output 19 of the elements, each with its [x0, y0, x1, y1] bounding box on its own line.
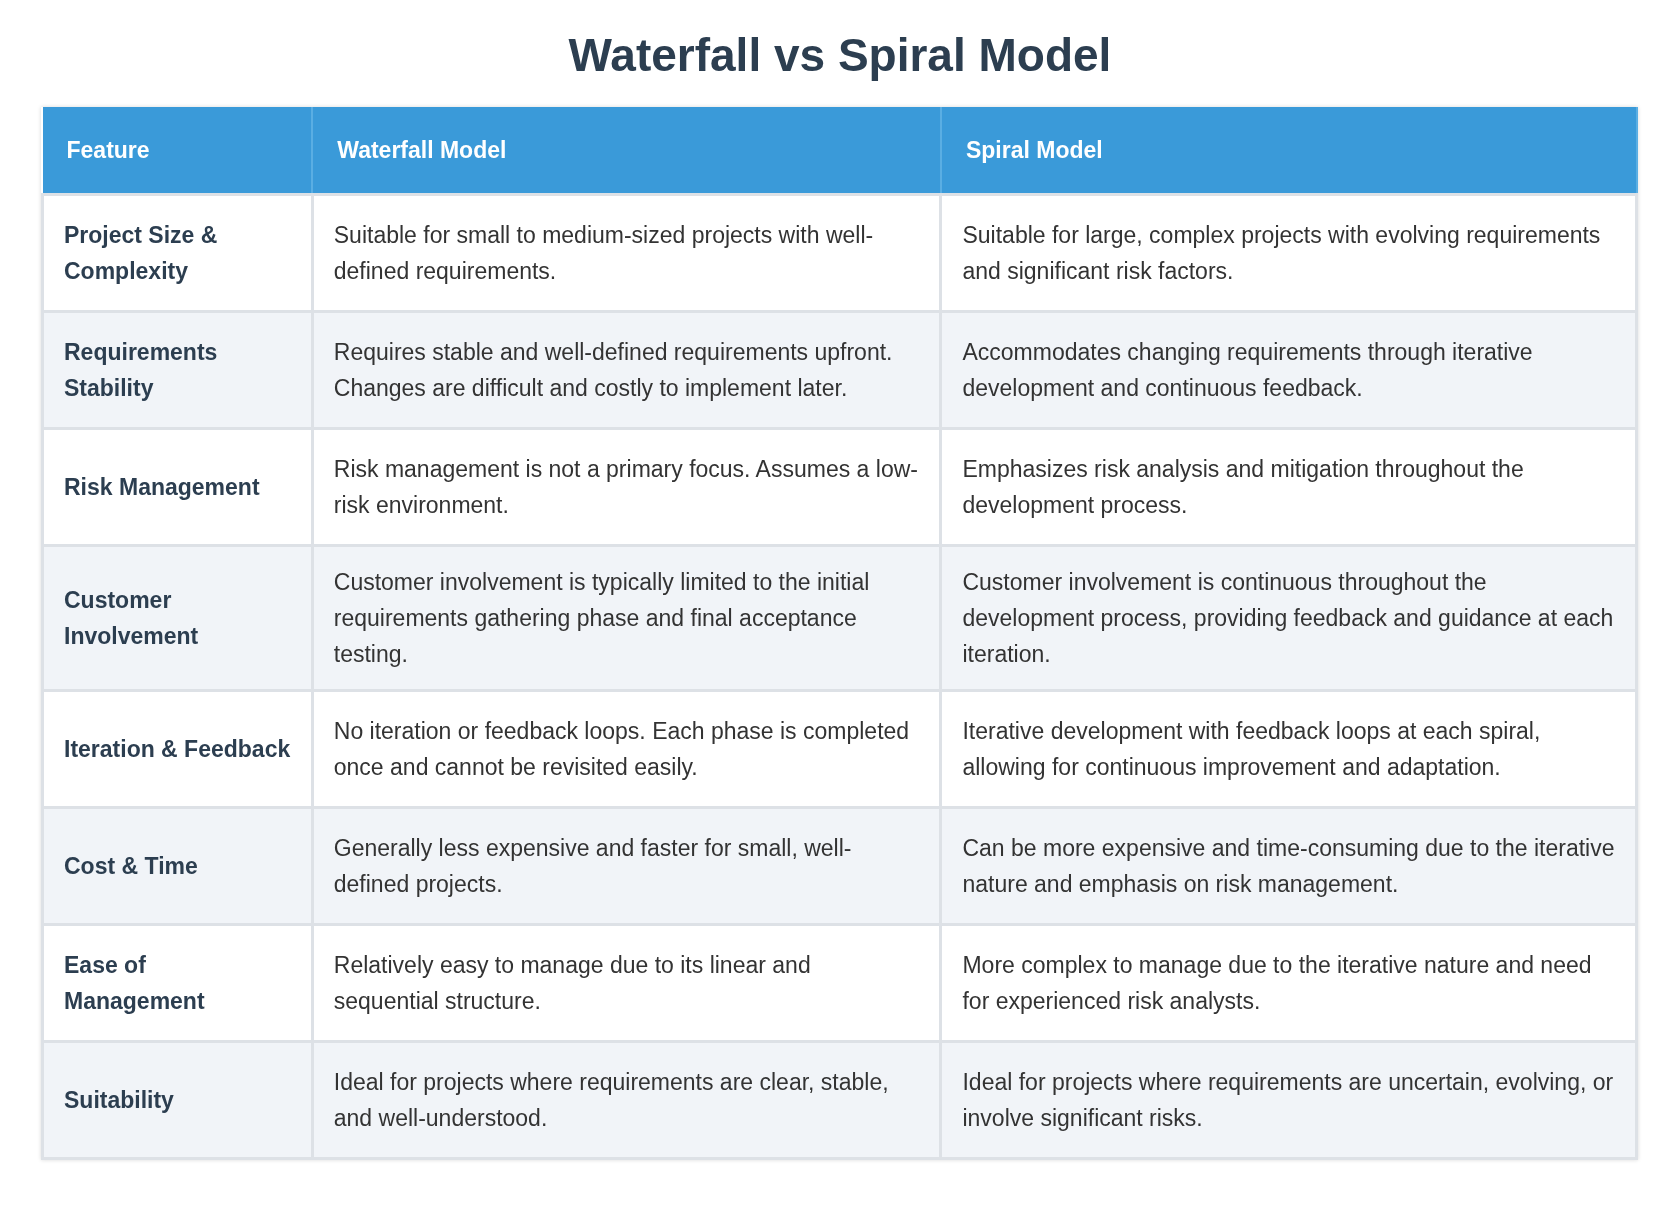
row-header: Customer Involvement [42, 545, 313, 691]
row-header: Requirements Stability [42, 311, 313, 429]
table-cell: Customer involvement is typically limited to the initial requirements gathering phase and final acceptance testing. [312, 545, 941, 691]
table-cell: Generally less expensive and faster for small, well-defined projects. [312, 807, 941, 925]
table-cell: Suitable for large, complex projects with evolving requirements and significant risk factors. [940, 194, 1637, 312]
column-header: Feature [42, 107, 313, 195]
row-header: Suitability [42, 1041, 313, 1159]
table-cell: Ideal for projects where requirements are clear, stable, and well-understood. [312, 1041, 941, 1159]
row-header: Project Size & Complexity [42, 194, 313, 312]
table-cell: Accommodates changing requirements through iterative development and continuous feedback. [940, 311, 1637, 429]
page-title: Waterfall vs Spiral Model [567, 28, 1113, 82]
table-cell: Customer involvement is continuous throughout the development process, providing feedback and guidance at each iteration. [940, 545, 1637, 691]
table-cell: Can be more expensive and time-consuming due to the iterative nature and emphasis on risk management. [940, 807, 1637, 925]
table-cell: Suitable for small to medium-sized projects with well-defined requirements. [312, 194, 941, 312]
column-header: Waterfall Model [312, 107, 941, 195]
row-header: Cost & Time [42, 807, 313, 925]
column-header: Spiral Model [940, 107, 1637, 195]
table-cell: Ideal for projects where requirements are uncertain, evolving, or involve significant risks. [940, 1041, 1637, 1159]
table-cell: Requires stable and well-defined requirements upfront. Changes are difficult and costly to implement later. [312, 311, 941, 429]
